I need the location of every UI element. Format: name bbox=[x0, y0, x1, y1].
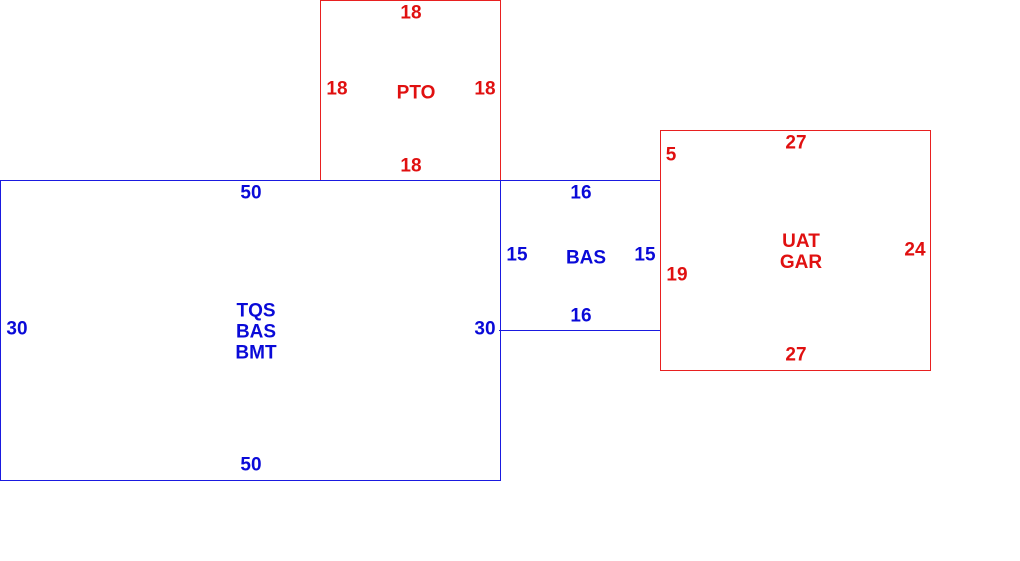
garage-left-lower-dim: 19 bbox=[666, 264, 688, 286]
pto-top-dim: 18 bbox=[400, 2, 422, 24]
garage-label: UAT GAR bbox=[780, 231, 822, 273]
garage-bottom-dim: 27 bbox=[785, 344, 807, 366]
main-label-line: TQS bbox=[236, 300, 276, 322]
main-top-dim: 50 bbox=[240, 182, 262, 204]
bas-left-dim: 15 bbox=[506, 244, 528, 266]
bas-top-dim: 16 bbox=[570, 182, 592, 204]
pto-right-dim: 18 bbox=[474, 78, 496, 100]
main-label-line: BMT bbox=[235, 342, 277, 364]
bas-right-dim: 15 bbox=[634, 244, 656, 266]
garage-right-dim: 24 bbox=[904, 239, 926, 261]
garage-left-upper-dim: 5 bbox=[665, 144, 677, 166]
pto-left-dim: 18 bbox=[326, 78, 348, 100]
pto-bottom-dim: 18 bbox=[400, 155, 422, 177]
garage-top-dim: 27 bbox=[785, 132, 807, 154]
pto-label: PTO bbox=[396, 82, 436, 104]
main-left-dim: 30 bbox=[6, 318, 28, 340]
garage-label-line: GAR bbox=[779, 252, 823, 273]
garage-area bbox=[660, 130, 931, 371]
main-right-dim: 30 bbox=[474, 318, 496, 340]
main-label: TQS BAS BMT bbox=[235, 301, 276, 364]
bas-bottom-dim: 16 bbox=[570, 305, 592, 327]
garage-label-line: UAT bbox=[782, 231, 820, 252]
main-bottom-dim: 50 bbox=[240, 454, 262, 476]
bas-label: BAS bbox=[565, 247, 607, 269]
main-label-line: BAS bbox=[235, 321, 277, 343]
